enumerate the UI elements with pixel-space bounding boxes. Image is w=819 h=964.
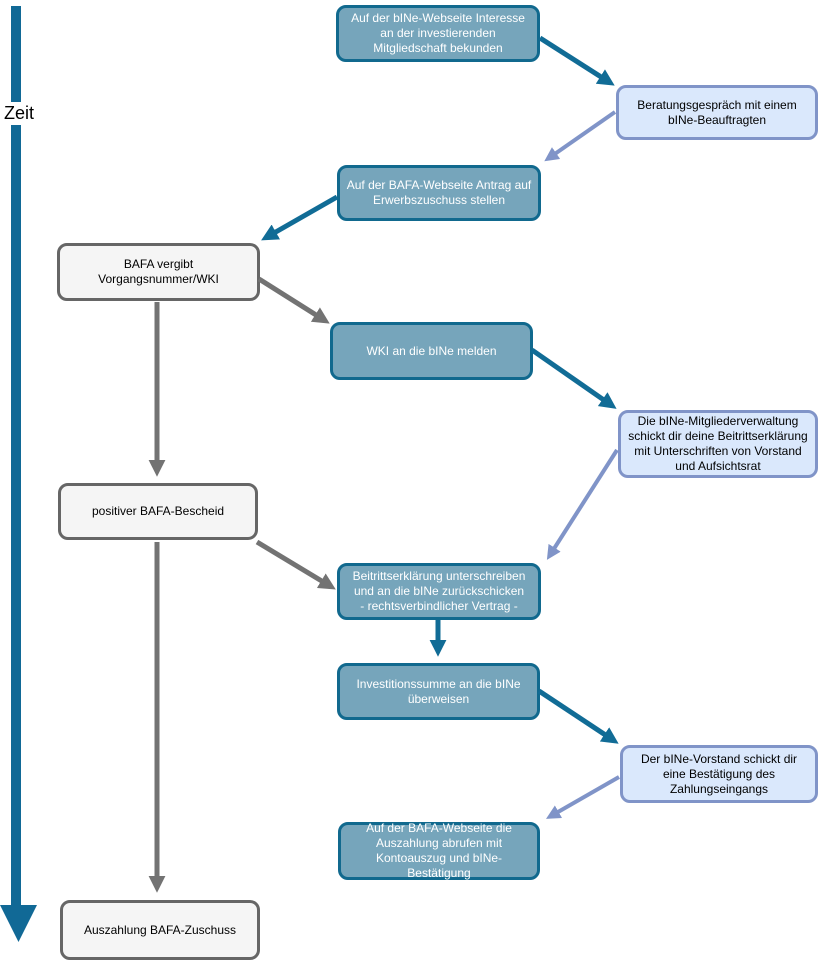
- flow-node-payment-confirmation: Der bINe-Vorstand schickt dir eine Bestä…: [620, 745, 818, 803]
- arrow-bafa-number-to-report-wki: [257, 276, 330, 324]
- flow-node-request-payout: Auf der BAFA-Webseite die Auszahlung abr…: [338, 821, 540, 880]
- arrow-consultation-to-application: [544, 110, 617, 162]
- flow-node-membership-declaration: Die bINe-Mitgliederverwaltung schickt di…: [618, 410, 818, 478]
- flow-node-interest: Auf der bINe-Webseite Interesse an der i…: [336, 5, 540, 62]
- timeline-label: Zeit: [2, 102, 37, 125]
- arrow-approval-to-sign: [255, 539, 336, 590]
- flow-node-report-wki: WKI an die bINe melden: [330, 322, 533, 380]
- flow-node-consultation: Beratungsgespräch mit einem bINe-Beauftr…: [616, 85, 818, 140]
- flow-node-transfer-investment: Investitionssumme an die bINe überweisen: [337, 663, 540, 720]
- arrow-declaration-to-sign: [546, 448, 619, 560]
- flow-node-payout: Auszahlung BAFA-Zuschuss: [60, 900, 260, 960]
- flow-node-sign-and-return: Beitrittserklärung unterschreiben und an…: [337, 563, 541, 620]
- arrow-confirmation-to-request-payout: [546, 775, 620, 819]
- flow-node-bafa-application: Auf der BAFA-Webseite Antrag auf Erwerbs…: [337, 165, 541, 221]
- arrow-interest-to-consultation: [538, 35, 615, 86]
- arrow-application-to-bafa-number: [261, 194, 339, 241]
- flow-node-bafa-approval: positiver BAFA-Bescheid: [58, 483, 258, 540]
- flow-node-bafa-number: BAFA vergibt Vorgangsnummer/WKI: [57, 243, 260, 301]
- arrow-transfer-to-confirmation: [537, 688, 619, 744]
- arrow-report-wki-to-declaration: [530, 347, 617, 409]
- timeline-arrow: [0, 6, 37, 942]
